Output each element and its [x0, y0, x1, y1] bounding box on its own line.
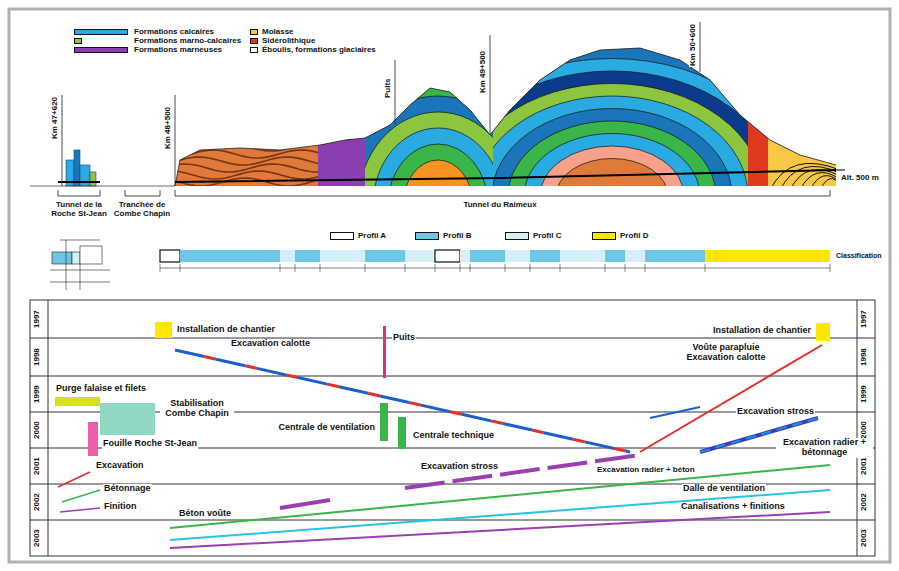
year-label: 1997: [860, 309, 869, 329]
legend-text: Molasse: [262, 28, 294, 37]
task-label: Béton voûte: [178, 509, 232, 519]
altitude-label: Alt. 500 m: [840, 174, 880, 183]
legend-text: Profil A: [358, 232, 386, 241]
bar-title: Classification: [835, 252, 883, 260]
task-label: Installation de chantier: [176, 325, 276, 335]
chainage-label: Km 48+500: [164, 106, 173, 150]
legend-text: Formations calcaires: [134, 28, 214, 37]
legend-text: Formations marno-calcaires: [134, 37, 241, 46]
legend-text: Profil C: [533, 232, 561, 241]
legend-swatch: [250, 47, 258, 53]
year-label: 2001: [33, 456, 42, 476]
section-name: Tunnel de la Roche St-Jean: [46, 201, 112, 219]
ground-profile: [175, 48, 836, 186]
legend-swatch: [505, 232, 529, 240]
legend-text: Éboulis, formations glaciaires: [262, 46, 376, 55]
task-label: Canalisations + finitions: [680, 502, 786, 512]
year-label: 1999: [33, 384, 42, 404]
profile-bar: [160, 250, 830, 262]
section-name: Tranchée de Combe Chapin: [111, 201, 173, 219]
frame: [9, 9, 890, 562]
year-label: 1998: [860, 347, 869, 367]
legend-swatch: [250, 38, 258, 44]
chainage-label: Km 47+620: [51, 96, 60, 140]
shaft-label: Puits: [384, 77, 393, 99]
task-label: Puits: [392, 333, 416, 343]
task-label: Finition: [103, 502, 138, 512]
legend-swatch: [415, 232, 439, 240]
year-label: 1997: [33, 309, 42, 329]
task-label: Excavation stross: [736, 407, 815, 417]
task-label: Dalle de ventilation: [682, 484, 766, 494]
task-label: Centrale technique: [412, 431, 495, 441]
schedule-grid: [30, 300, 875, 556]
tunnel-axis: [58, 181, 100, 183]
task-label: Fouille Roche St-Jean: [102, 439, 198, 449]
chainage-lines: [62, 22, 700, 186]
legend-text: Formations marneuses: [134, 46, 222, 55]
year-label: 2002: [860, 492, 869, 512]
task-label: Bétonnage: [103, 484, 152, 494]
task-label: Installation de chantier: [712, 326, 812, 336]
task-label: Stabilisation Combe Chapin: [160, 399, 234, 419]
tunnel-axis: [175, 170, 836, 182]
legend-swatch: [250, 29, 258, 35]
task-label: Excavation radier + béton: [596, 466, 696, 475]
legend-text: Profil D: [620, 232, 648, 241]
legend-swatch: [74, 38, 82, 44]
legend-text: Profil B: [443, 232, 471, 241]
altitude-tick: [836, 170, 845, 171]
year-label: 1998: [33, 347, 42, 367]
chainage-label: Km 50+600: [689, 23, 698, 67]
ground-line: [30, 186, 175, 187]
task-label: Excavation calotte: [230, 339, 311, 349]
length-brackets: [58, 190, 830, 196]
legend-text: Sidérolithique: [262, 37, 315, 46]
task-label: Voûte parapluie Excavation calotte: [680, 343, 772, 363]
year-label: 2001: [860, 456, 869, 476]
year-label: 2000: [33, 420, 42, 440]
task-label: Purge falaise et filets: [55, 384, 147, 394]
task-label: Centrale de ventilation: [277, 423, 376, 433]
legend-swatch: [74, 47, 128, 53]
legend-swatch: [330, 232, 354, 240]
legend-swatch: [74, 29, 128, 35]
task-label: Excavation: [95, 461, 145, 471]
cross-section-icon: [50, 240, 110, 290]
year-label: 2002: [33, 492, 42, 512]
year-label: 1999: [860, 384, 869, 404]
bar-scale: [160, 264, 830, 272]
year-label: 2003: [33, 528, 42, 548]
legend-swatch: [592, 232, 616, 240]
roche-st-jean-rock: [66, 150, 96, 186]
chainage-label: Km 49+500: [479, 50, 488, 94]
year-label: 2003: [860, 528, 869, 548]
schedule-bars: [55, 322, 830, 548]
section-name: Tunnel du Raimeux: [462, 201, 537, 210]
year-label: 2000: [860, 420, 869, 440]
task-label: Excavation radier + bétonnage: [776, 438, 873, 458]
task-label: Excavation stross: [420, 462, 499, 472]
